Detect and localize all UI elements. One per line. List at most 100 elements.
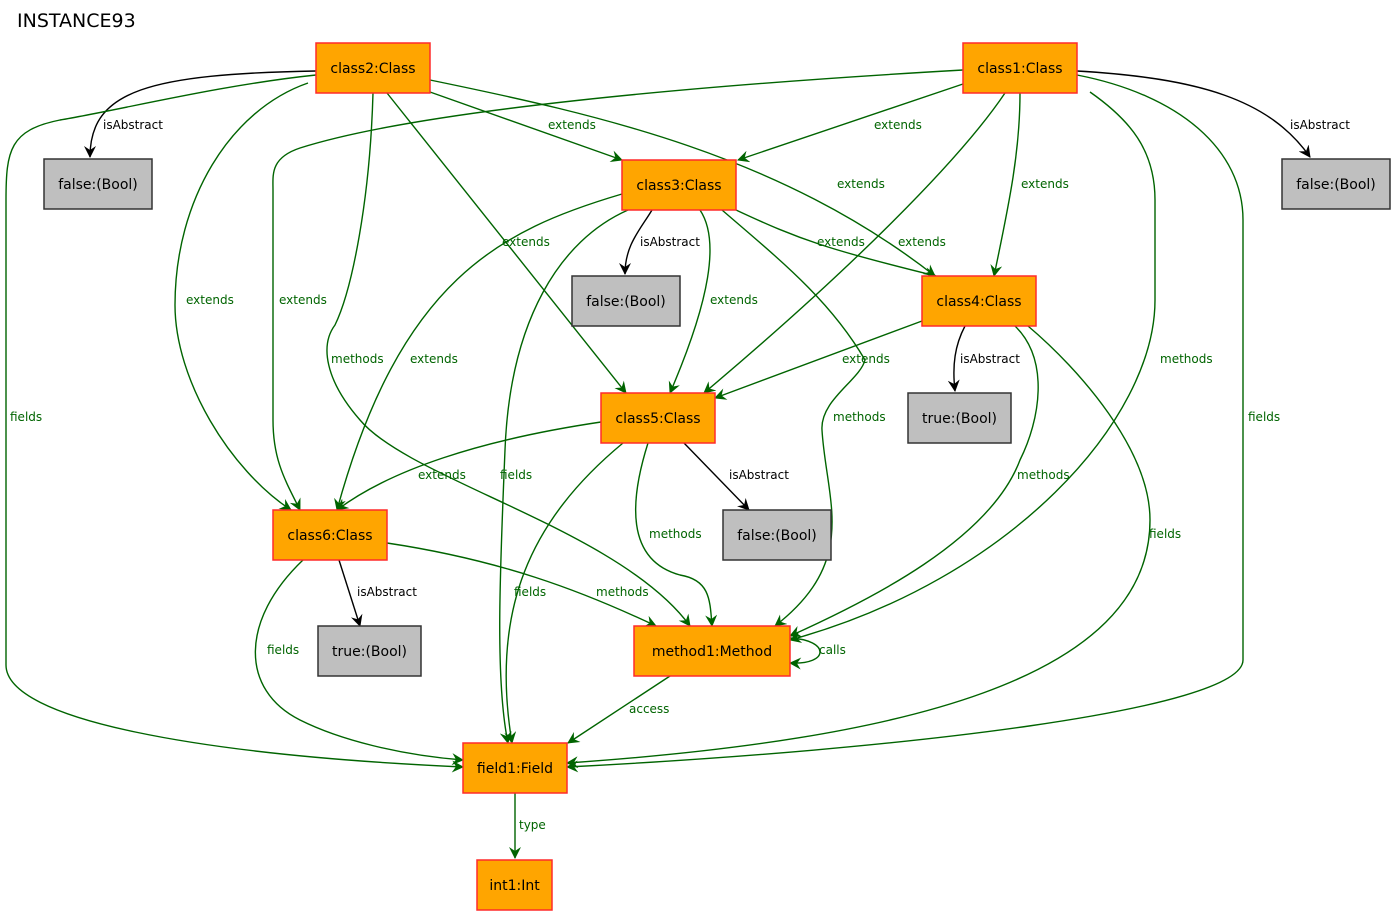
node-label: true:(Bool) — [332, 644, 407, 660]
edge-label-access: access — [629, 702, 669, 716]
edge-extends-class3-to-class6 — [334, 193, 623, 511]
edge-label-fields: fields — [500, 468, 532, 482]
node-box[interactable] — [633, 625, 791, 677]
edge-methods-class2-to-method1 — [326, 92, 691, 627]
edge-isAbstract-class3-to-false_c — [619, 209, 653, 275]
edge-label-isAbstract: isAbstract — [960, 352, 1020, 366]
edge-extends-class2-to-class3 — [429, 91, 623, 162]
node-false_d[interactable]: false:(Bool) — [722, 509, 832, 561]
edge-extends-class1-to-class6 — [272, 69, 964, 511]
node-class5[interactable]: class5:Class — [600, 392, 716, 444]
node-box[interactable] — [600, 392, 716, 444]
edge-fields-class6-to-field1 — [254, 559, 464, 766]
edge-label-fields: fields — [267, 643, 299, 657]
diagram-title: INSTANCE93 — [17, 10, 136, 32]
edge-label-extends: extends — [186, 293, 234, 307]
edge-extends-class1-to-class3 — [737, 83, 964, 163]
node-class4[interactable]: class4:Class — [921, 275, 1037, 327]
node-false_c[interactable]: false:(Bool) — [571, 275, 681, 327]
node-class6[interactable]: class6:Class — [272, 509, 388, 561]
node-label: class2:Class — [330, 61, 415, 77]
edge-extends-class3-to-class5 — [668, 209, 711, 394]
node-false_a[interactable]: false:(Bool) — [43, 158, 153, 210]
edge-methods-class6-to-method1 — [386, 542, 657, 627]
edge-label-extends: extends — [837, 177, 885, 191]
edge-label-extends: extends — [817, 235, 865, 249]
edge-methods-class5-to-method1 — [635, 442, 718, 627]
node-true_a[interactable]: true:(Bool) — [907, 392, 1012, 444]
edge-label-extends: extends — [1021, 177, 1069, 191]
edge-label-extends: extends — [410, 352, 458, 366]
node-box[interactable] — [317, 625, 422, 677]
edge-isAbstract-class4-to-true_a — [947, 325, 966, 392]
edge-label-isAbstract: isAbstract — [1290, 118, 1350, 132]
node-box[interactable] — [571, 275, 681, 327]
node-true_b[interactable]: true:(Bool) — [317, 625, 422, 677]
node-box[interactable] — [272, 509, 388, 561]
edge-label-methods: methods — [331, 352, 384, 366]
edge-fields-class5-to-field1 — [504, 442, 624, 744]
node-method1[interactable]: method1:Method — [633, 625, 791, 677]
node-label: class1:Class — [977, 61, 1062, 77]
edge-isAbstract-class2-to-false_a — [84, 70, 317, 158]
edge-label-extends: extends — [898, 235, 946, 249]
node-box[interactable] — [962, 42, 1078, 94]
edge-methods-class4-to-method1 — [789, 325, 1039, 637]
node-false_b[interactable]: false:(Bool) — [1281, 158, 1391, 210]
edge-label-extends: extends — [710, 293, 758, 307]
node-box[interactable] — [907, 392, 1012, 444]
edge-label-extends: extends — [842, 352, 890, 366]
node-box[interactable] — [43, 158, 153, 210]
edge-label-fields: fields — [1149, 527, 1181, 541]
edge-label-fields: fields — [10, 410, 42, 424]
edge-fields-class2-to-field1 — [5, 74, 464, 773]
edge-label-extends: extends — [548, 118, 596, 132]
edge-fields-class3-to-field1 — [499, 209, 629, 744]
edge-label-calls: calls — [819, 643, 846, 657]
node-label: method1:Method — [652, 644, 772, 660]
edge-label-extends: extends — [279, 293, 327, 307]
edge-label-isAbstract: isAbstract — [640, 235, 700, 249]
edge-label-extends: extends — [502, 235, 550, 249]
edge-extends-class1-to-class4 — [990, 92, 1021, 277]
node-label: class5:Class — [615, 411, 700, 427]
edge-label-methods: methods — [649, 527, 702, 541]
node-label: class4:Class — [936, 294, 1021, 310]
edge-label-methods: methods — [833, 410, 886, 424]
node-box[interactable] — [476, 859, 553, 911]
node-class1[interactable]: class1:Class — [962, 42, 1078, 94]
node-class3[interactable]: class3:Class — [621, 159, 737, 211]
node-label: false:(Bool) — [737, 528, 817, 544]
edge-label-methods: methods — [596, 585, 649, 599]
edge-label-methods: methods — [1160, 352, 1213, 366]
node-field1[interactable]: field1:Field — [462, 742, 568, 794]
node-int1[interactable]: int1:Int — [476, 859, 553, 911]
edge-label-isAbstract: isAbstract — [103, 118, 163, 132]
edge-access-method1-to-field1 — [567, 675, 671, 744]
edge-label-extends: extends — [874, 118, 922, 132]
edge-label-type: type — [519, 818, 546, 832]
node-label: class6:Class — [287, 528, 372, 544]
edge-fields-class4-to-field1 — [566, 325, 1151, 769]
edge-extends-class2-to-class6 — [174, 82, 309, 511]
edge-label-methods: methods — [1017, 468, 1070, 482]
node-box[interactable] — [621, 159, 737, 211]
edge-extends-class4-to-class5 — [714, 320, 923, 400]
node-label: false:(Bool) — [1296, 177, 1376, 193]
edge-label-fields: fields — [1248, 410, 1280, 424]
node-class2[interactable]: class2:Class — [315, 42, 431, 94]
node-box[interactable] — [921, 275, 1037, 327]
node-label: int1:Int — [489, 878, 540, 894]
edge-isAbstract-class6-to-true_b — [338, 559, 363, 627]
node-box[interactable] — [1281, 158, 1391, 210]
edge-extends-class2-to-class4 — [429, 79, 936, 277]
node-label: false:(Bool) — [586, 294, 666, 310]
edge-isAbstract-class1-to-false_b — [1076, 70, 1311, 158]
node-box[interactable] — [315, 42, 431, 94]
node-label: true:(Bool) — [922, 411, 997, 427]
edge-isAbstract-class5-to-false_d — [683, 442, 750, 511]
edge-label-extends: extends — [418, 468, 466, 482]
node-box[interactable] — [462, 742, 568, 794]
node-box[interactable] — [722, 509, 832, 561]
